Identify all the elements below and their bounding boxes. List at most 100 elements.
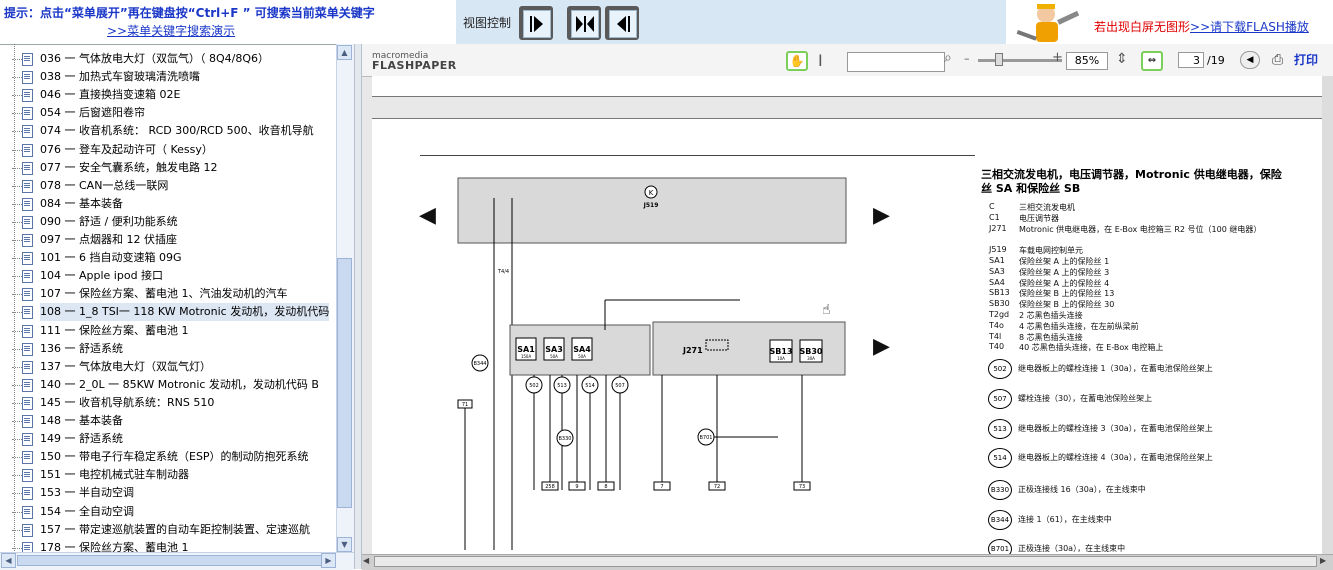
document-icon [22,396,33,410]
search-icon[interactable]: ⌕ [944,50,952,66]
previous-page-icon[interactable]: ◀ [1240,51,1260,69]
node-circle [611,376,629,394]
tree-item[interactable]: 108 一 1_8 TSI一 118 KW Motronic 发动机，发动机代码 [0,303,336,322]
tree-item[interactable]: 090 一 舒适 / 便利功能系统 [0,213,336,231]
document-icon [22,415,33,428]
viewer-hscroll-thumb[interactable] [374,556,1317,567]
fit-page-button[interactable]: ⇔ [1141,51,1163,71]
legend-text: 4 芯黑色插头连接，在左前纵梁前 [1019,321,1139,331]
tree-item[interactable]: 107 一 保险丝方案、蓄电池 1、汽油发动机的汽车 [0,285,336,303]
hand-cursor-icon: ☝ [822,302,831,318]
node-circle [553,376,571,394]
tree-item[interactable]: 111 一 保险丝方案、蓄电池 1 [0,322,336,340]
node-b701-label: B701 [700,435,713,441]
node-label: 507 [615,383,625,389]
terminal-box [541,481,559,491]
tree-guide-line [14,44,15,555]
tree-item[interactable]: 036 一 气体放电大灯（双氙气）（ 8Q4/8Q6） [0,50,336,68]
tree-item[interactable]: 046 一 直接换挡变速箱 02E [0,86,336,104]
viewer-scroll-left-icon[interactable]: ◀ [363,556,370,565]
tree-item[interactable]: 076 一 登车及起动许可（ Kessy） [0,141,336,159]
fuse-a-symbol [571,337,593,361]
scroll-down-icon[interactable]: ▼ [337,537,352,552]
legend-code: SB13 [989,288,1010,298]
expand-right-button[interactable] [519,6,553,40]
fit-width-icon[interactable]: ⇕ [1116,51,1128,67]
tree-scroll-thumb[interactable] [337,258,352,508]
tree-connector [12,402,22,404]
pane-splitter[interactable] [354,44,362,569]
terminal-box [597,481,615,491]
zoom-slider-thumb[interactable] [995,53,1003,66]
node-label: 513 [557,383,567,389]
tree-item-label: 101 一 6 挡自动变速箱 09G [40,251,182,265]
viewer-vertical-scrollbar[interactable] [1322,76,1333,554]
tree-item[interactable]: 157 一 带定速巡航装置的自动车距控制装置、定速巡航 [0,521,336,539]
legend-code: C [989,202,995,211]
legend-text: 保险丝架 A 上的保险丝 3 [1019,267,1110,277]
connection-point-badge: B330 [988,480,1012,500]
tree-item[interactable]: 078 一 CAN一总线一联网 [0,177,336,195]
text-select-icon[interactable]: I [818,51,823,70]
tree-item[interactable]: 101 一 6 挡自动变速箱 09G [0,249,336,267]
connection-point-text: 连接 1（61），在主线束中 [1018,515,1112,524]
tree-item[interactable]: 148 一 基本装备 [0,412,336,430]
viewer-scroll-right-icon[interactable]: ▶ [1320,556,1327,565]
zoom-out-icon[interactable]: – [964,52,970,65]
scroll-right-icon[interactable]: ▶ [321,553,336,568]
expand-left-icon [617,16,630,32]
document-icon [22,523,33,537]
page-next-arrow-icon[interactable]: ▶ [873,203,890,228]
legend-text: 电压调节器 [1019,213,1059,223]
fit-page-icon: ⇔ [1147,55,1157,66]
tree-item[interactable]: 154 一 全自动空调 [0,503,336,521]
page-prev-arrow-icon[interactable]: ◀ [419,203,436,228]
legend-text: 8 芯黑色插头连接 [1019,332,1083,342]
zoom-slider[interactable] [978,59,1062,62]
tree-item[interactable]: 104 一 Apple ipod 接口 [0,267,336,285]
tree-item[interactable]: 074 一 收音机系统： RCD 300/RCD 500、收音机导航 [0,122,336,140]
expand-left-button[interactable] [605,6,639,40]
tree-item[interactable]: 151 一 电控机械式驻车制动器 [0,466,336,484]
legend-code: SB30 [989,299,1010,309]
page-next-arrow-icon-2[interactable]: ▶ [873,334,890,359]
fuse-b-amp: 10A [777,356,785,361]
fuse-b-amp: 30A [807,356,815,361]
page-number-field[interactable]: 3 [1178,52,1204,68]
tree-item[interactable]: 097 一 点烟器和 12 伏插座 [0,231,336,249]
node-label: 514 [585,383,595,389]
print-button[interactable]: 打印 [1294,53,1319,67]
connection-point-text: 继电器板上的螺栓连接 1（30a），在蓄电池保险丝架上 [1018,364,1213,373]
flash-tip: 若出现白屏无图形>>请下载FLASH播放 [1094,18,1309,35]
tree-item[interactable]: 145 一 收音机导航系统：RNS 510 [0,394,336,412]
hand-tool-button[interactable]: ✋ [786,51,808,71]
document-icon [22,451,33,465]
document-icon [22,71,33,85]
tree-item[interactable]: 137 一 气体放电大灯（双氙气灯） [0,358,336,376]
tree-item[interactable]: 140 一 2_0L 一 85KW Motronic 发动机，发动机代码 B [0,376,336,394]
tree-item[interactable]: 084 一 基本装备 [0,195,336,213]
tree-item[interactable]: 077 一 安全气囊系统，触发电路 12 [0,159,336,177]
tree-item[interactable]: 150 一 带电子行车稳定系统（ESP）的制动防抱死系统 [0,448,336,466]
tree-item-label: 154 一 全自动空调 [40,504,134,518]
tree-item-label: 077 一 安全气囊系统，触发电路 12 [40,160,218,174]
tree-item[interactable]: 136 一 舒适系统 [0,340,336,358]
tree-item[interactable]: 054 一 后窗遮阳卷帘 [0,104,336,122]
document-icon [22,469,33,483]
search-demo-link[interactable]: >>菜单关键字搜索演示 [107,24,236,38]
zoom-level-field[interactable]: 85% [1066,52,1108,70]
search-input[interactable] [847,52,945,72]
scroll-left-icon[interactable]: ◀ [1,553,16,568]
terminal-box [653,481,671,491]
printer-icon[interactable]: ⎙ [1272,52,1284,68]
tree-item[interactable]: 149 一 舒适系统 [0,430,336,448]
flash-download-link[interactable]: >>请下载FLASH播放 [1190,20,1309,34]
tree-hscroll-thumb[interactable] [17,555,327,566]
terminal-box [793,481,811,491]
zoom-in-icon[interactable]: + [1052,50,1063,65]
document-icon [22,234,33,247]
tree-item[interactable]: 153 一 半自动空调 [0,484,336,502]
split-view-button[interactable] [567,6,601,40]
tree-item[interactable]: 038 一 加热式车窗玻璃清洗喷嘴 [0,68,336,86]
scroll-up-icon[interactable]: ▲ [337,45,352,60]
